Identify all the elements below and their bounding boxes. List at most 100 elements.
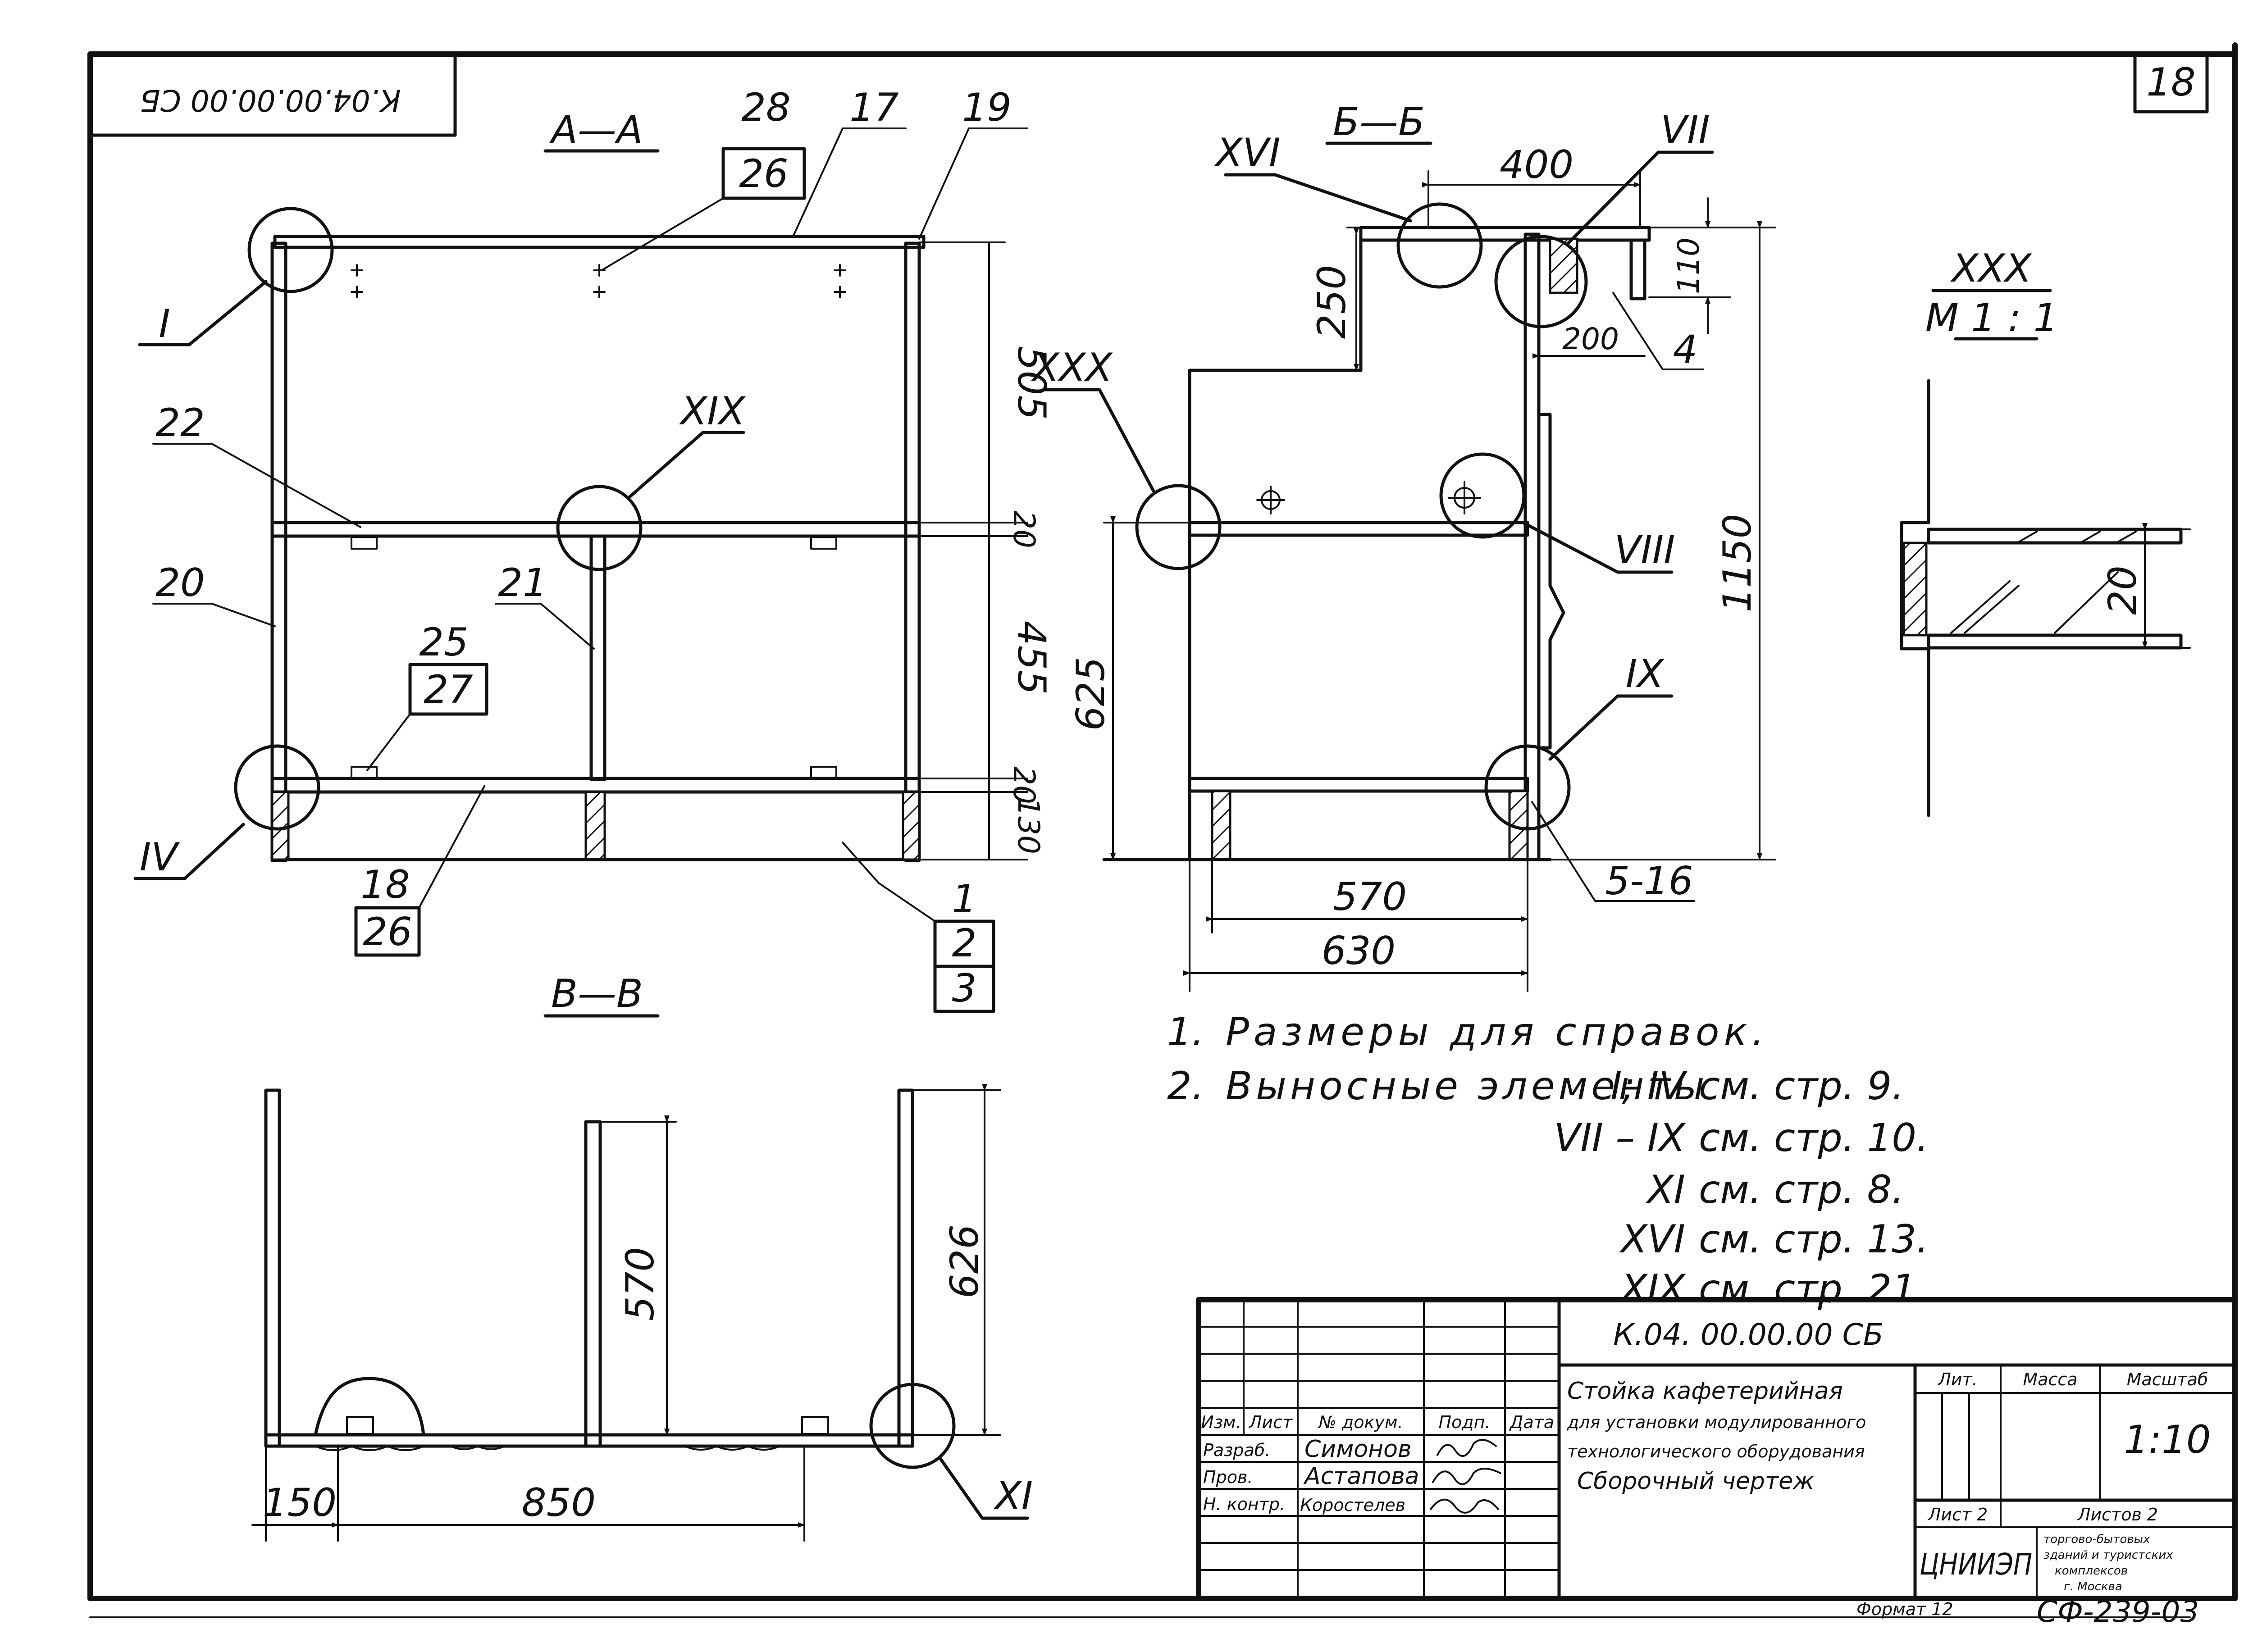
label-detail-xi: XI: [993, 1474, 1033, 1519]
leader-detail-xix: [627, 431, 745, 500]
view-vv-title: В—В: [551, 971, 643, 1016]
callout-25: 25: [419, 620, 468, 665]
leader-detail-iv: [133, 823, 245, 880]
bracket-27-left: [351, 766, 378, 779]
tb-hdr-podp: Подп.: [1438, 1412, 1490, 1432]
bb-dimension-lines: [1110, 170, 1776, 992]
plinth-right: [902, 791, 921, 861]
dim-570-bb: 570: [1333, 874, 1407, 919]
vv-dimension-lines: [251, 1084, 1001, 1542]
note-ref-2-page: см. стр. 10.: [1699, 1115, 1929, 1160]
dim-250: 250: [1309, 265, 1355, 339]
left-wall-20: [270, 241, 287, 862]
xxx-dim-20: 20: [2100, 565, 2145, 614]
dim-1150: 1150: [1715, 514, 1760, 613]
leader-detail-vii: [1566, 150, 1714, 245]
dim-250-g: 250: [1309, 265, 1355, 339]
dim-455-g: 455: [1009, 621, 1054, 695]
callout-box-26-bottom: [354, 906, 421, 957]
note-ref-3-page: см. стр. 8.: [1699, 1167, 1904, 1212]
view-xxx: XXX М 1 : 1 20: [1900, 246, 2191, 817]
view-bb: Б—Б XVI VII: [1031, 100, 1776, 992]
note-ref-1-elem: I; IV: [1610, 1064, 1687, 1109]
tb-row1-role: Разраб.: [1203, 1440, 1270, 1460]
bb-top-lip: [1629, 238, 1646, 300]
note-2-text: Выносные элементы: [1226, 1064, 1708, 1109]
tb-sheets: Листов 2: [2077, 1505, 2158, 1525]
footer-format: Формат 12: [1856, 1599, 1953, 1619]
tb-hdr-doc: № докум.: [1318, 1412, 1403, 1432]
xxx-hatch-strokes: [1950, 531, 2137, 634]
bb-back-profile: [1537, 413, 1565, 750]
bb-top-rail: [1549, 237, 1578, 294]
note-1-number: 1.: [1167, 1010, 1204, 1055]
dim-626: 626: [942, 1224, 987, 1298]
tb-row3-name: Коростелев: [1300, 1495, 1405, 1515]
tb-name-line3: технологического оборудования: [1567, 1442, 1865, 1461]
leader-detail-xi: [938, 1456, 1029, 1520]
leader-detail-i: [138, 280, 268, 346]
tb-row2-role: Пров.: [1203, 1467, 1253, 1487]
dim-505: 505: [1009, 346, 1054, 420]
tb-massa: Масса: [2023, 1370, 2077, 1389]
tb-org-line4: г. Москва: [2064, 1580, 2122, 1593]
leader-detail-viii: [1521, 521, 1674, 574]
detail-circle-viii: [1439, 452, 1526, 539]
tb-row1-name: Симонов: [1304, 1436, 1412, 1463]
bb-plinth-front: [1211, 790, 1231, 861]
vv-bottom-profile: [315, 1445, 780, 1451]
dim-1150-g: 1150: [1715, 514, 1760, 613]
label-detail-iv: IV: [140, 835, 180, 880]
xxx-top-skin: [1927, 528, 2183, 545]
bracket-22-right: [810, 536, 837, 550]
leader-detail-xvi: [1224, 173, 1412, 223]
dim-20b-g: 20: [1007, 766, 1041, 804]
callout-17: 17: [849, 85, 898, 130]
label-detail-xxx: XXX: [1031, 345, 1113, 390]
notes: 1. Размеры для справок. 2. Выносные элем…: [1167, 1010, 1929, 1311]
tb-org-line2: зданий и туристских: [2043, 1548, 2173, 1562]
dim-626-g: 626: [942, 1224, 987, 1298]
label-detail-i: I: [159, 301, 170, 346]
tb-left-grid: [1198, 1299, 1560, 1599]
leader-26-top: [601, 197, 724, 271]
leader-27: [366, 713, 411, 771]
note-ref-4-page: см. стр. 13.: [1699, 1217, 1929, 1262]
leader-19: [918, 127, 1028, 240]
leader-detail-ix: [1548, 694, 1674, 761]
detail-circle-iv: [234, 744, 320, 831]
leader-21: [495, 603, 595, 650]
dim-20b: 20: [1007, 766, 1041, 804]
tb-org-line3: комплексов: [2055, 1564, 2128, 1578]
bb-back-wall: [1523, 232, 1541, 861]
page-number: 18: [2146, 60, 2195, 105]
note-ref-5-page: см. стр. 21.: [1699, 1266, 1929, 1311]
tb-org-logo: ЦНИИЭП: [1920, 1547, 2032, 1582]
detail-circle-i: [247, 207, 334, 293]
tb-name-line2: для установки модулированного: [1567, 1412, 1866, 1432]
callout-28: 28: [741, 85, 790, 130]
dim-625-g: 625: [1068, 657, 1113, 731]
label-detail-viii: VIII: [1614, 528, 1675, 573]
side-stamp: К.04.00.00.00 СБ: [140, 83, 401, 118]
view-xxx-title: XXX: [1950, 246, 2033, 291]
callout-box-3: [933, 965, 995, 1013]
tb-org-line1: торгово-бытовых: [2043, 1533, 2150, 1546]
sheet-frame: 18 К.04.00.00.00 СБ: [87, 42, 2238, 1618]
dim-400: 400: [1500, 142, 1573, 187]
callout-box-27: [408, 663, 488, 716]
tb-hdr-izm: Изм.: [1201, 1412, 1241, 1432]
note-2-number: 2.: [1167, 1064, 1204, 1109]
dim-630: 630: [1322, 928, 1396, 974]
plinth-middle: [584, 791, 606, 861]
callout-18: 18: [360, 862, 410, 907]
top-panel-17: [273, 235, 926, 249]
tb-sheet: Лист 2: [1927, 1505, 1988, 1525]
tb-row2-signature: [1432, 1468, 1501, 1485]
tb-hdr-data: Дата: [1509, 1412, 1554, 1432]
bb-crosshair-1: [1256, 486, 1285, 514]
xxx-edge-profile: [1900, 379, 1930, 817]
callout-4: 4: [1673, 327, 1698, 372]
dim-20a: 20: [1007, 510, 1041, 548]
